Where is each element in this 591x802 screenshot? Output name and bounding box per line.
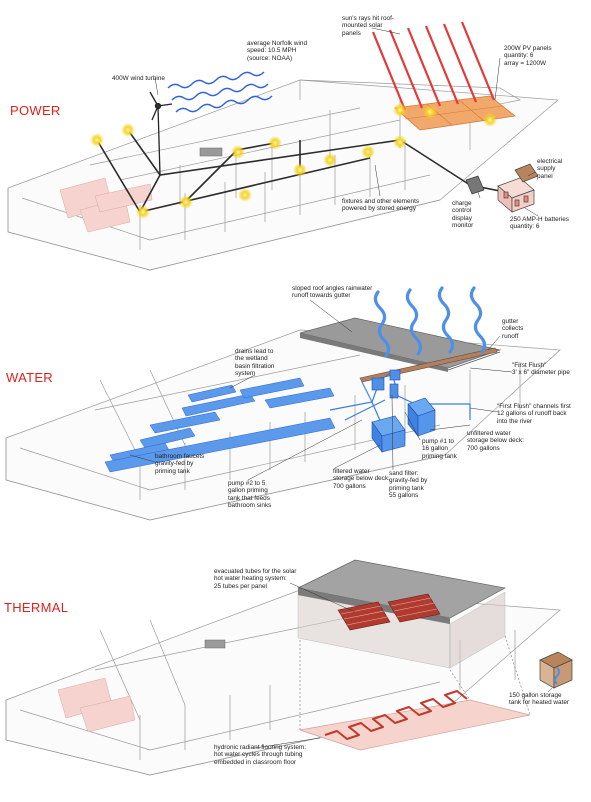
solar-hot-water-collectors <box>337 593 441 631</box>
power-leader-lines <box>154 27 539 217</box>
storage-tank-label: 150 gallon storage tank for heated water <box>509 692 570 707</box>
thermal-storage-tank <box>539 651 573 689</box>
light-fixtures <box>90 103 497 219</box>
thermal-leader-lines <box>254 582 553 749</box>
evacuated-tubes-label: evacuated tubes for the solar hot water … <box>214 568 297 590</box>
power-section <box>7 21 559 271</box>
batteries-label: 250 AMP-H batteries quantity: 6 <box>510 216 569 231</box>
power-title: POWER <box>10 103 61 118</box>
sun-rays <box>371 21 496 111</box>
fixtures-label: fixtures and other elements powered by s… <box>342 198 420 213</box>
wind-turbine <box>149 91 173 176</box>
wind-waves <box>167 71 273 113</box>
water-tanks <box>371 369 436 453</box>
roof-rainwater-label: sloped roof angles rainwater runoff towa… <box>292 285 373 300</box>
water-leader-lines <box>129 299 513 481</box>
electrical-panel-and-batteries <box>497 163 539 213</box>
drains-label: drains lead to the wetland basin filtrat… <box>235 348 275 378</box>
pv-panel-array <box>394 95 516 131</box>
thermal-interior-rooms <box>57 639 226 733</box>
projection-lines <box>299 635 531 730</box>
radiant-floor-panel <box>299 690 531 751</box>
charge-monitor-label: charge control display monitor <box>452 200 474 230</box>
bathroom-faucets-label: bathroom faucets gravity-fed by priming … <box>155 453 205 475</box>
filtered-storage-label: filtered water storage below deck: 700 g… <box>333 468 390 490</box>
water-title: WATER <box>6 370 53 385</box>
wind-speed-label: average Norfolk wind speed: 10.5 MPH (so… <box>247 40 308 62</box>
rain-waves <box>373 286 487 358</box>
unfiltered-storage-label: unfiltered water storage below deck: 700… <box>467 430 524 452</box>
sand-filter-label: sand filter: gravity-fed by priming tank… <box>389 470 428 500</box>
sun-rays-label: sun's rays hit roof- mounted solar panel… <box>342 15 395 37</box>
water-distribution <box>104 377 336 473</box>
power-interior-rooms <box>59 147 223 233</box>
thermal-title: THERMAL <box>4 600 69 615</box>
electrical-panel-label: electrical supply panel <box>537 158 563 180</box>
gutter-label: gutter collects runoff <box>502 318 524 340</box>
pv-panels-label: 200W PV panels quantity: 6 array = 1200W <box>504 45 552 67</box>
first-flush-pipe-label: "First Flush" 3' x 6" diameter pipe <box>512 362 570 377</box>
radiant-floor-label: hydronic radiant flooring system: hot wa… <box>214 744 306 766</box>
charge-monitor <box>465 175 485 195</box>
thermal-section <box>5 559 573 776</box>
turbine-label: 400W wind turbine <box>112 75 165 82</box>
water-section <box>5 286 561 521</box>
first-flush-channels-label: "First Flush" channels first 12 gallons … <box>497 403 571 425</box>
pump1-label: pump #1 to 16 gallon priming tank <box>422 438 457 460</box>
pump2-label: pump #2 to 5 gallon priming tank that fe… <box>228 480 272 510</box>
water-building-structure <box>5 329 561 521</box>
